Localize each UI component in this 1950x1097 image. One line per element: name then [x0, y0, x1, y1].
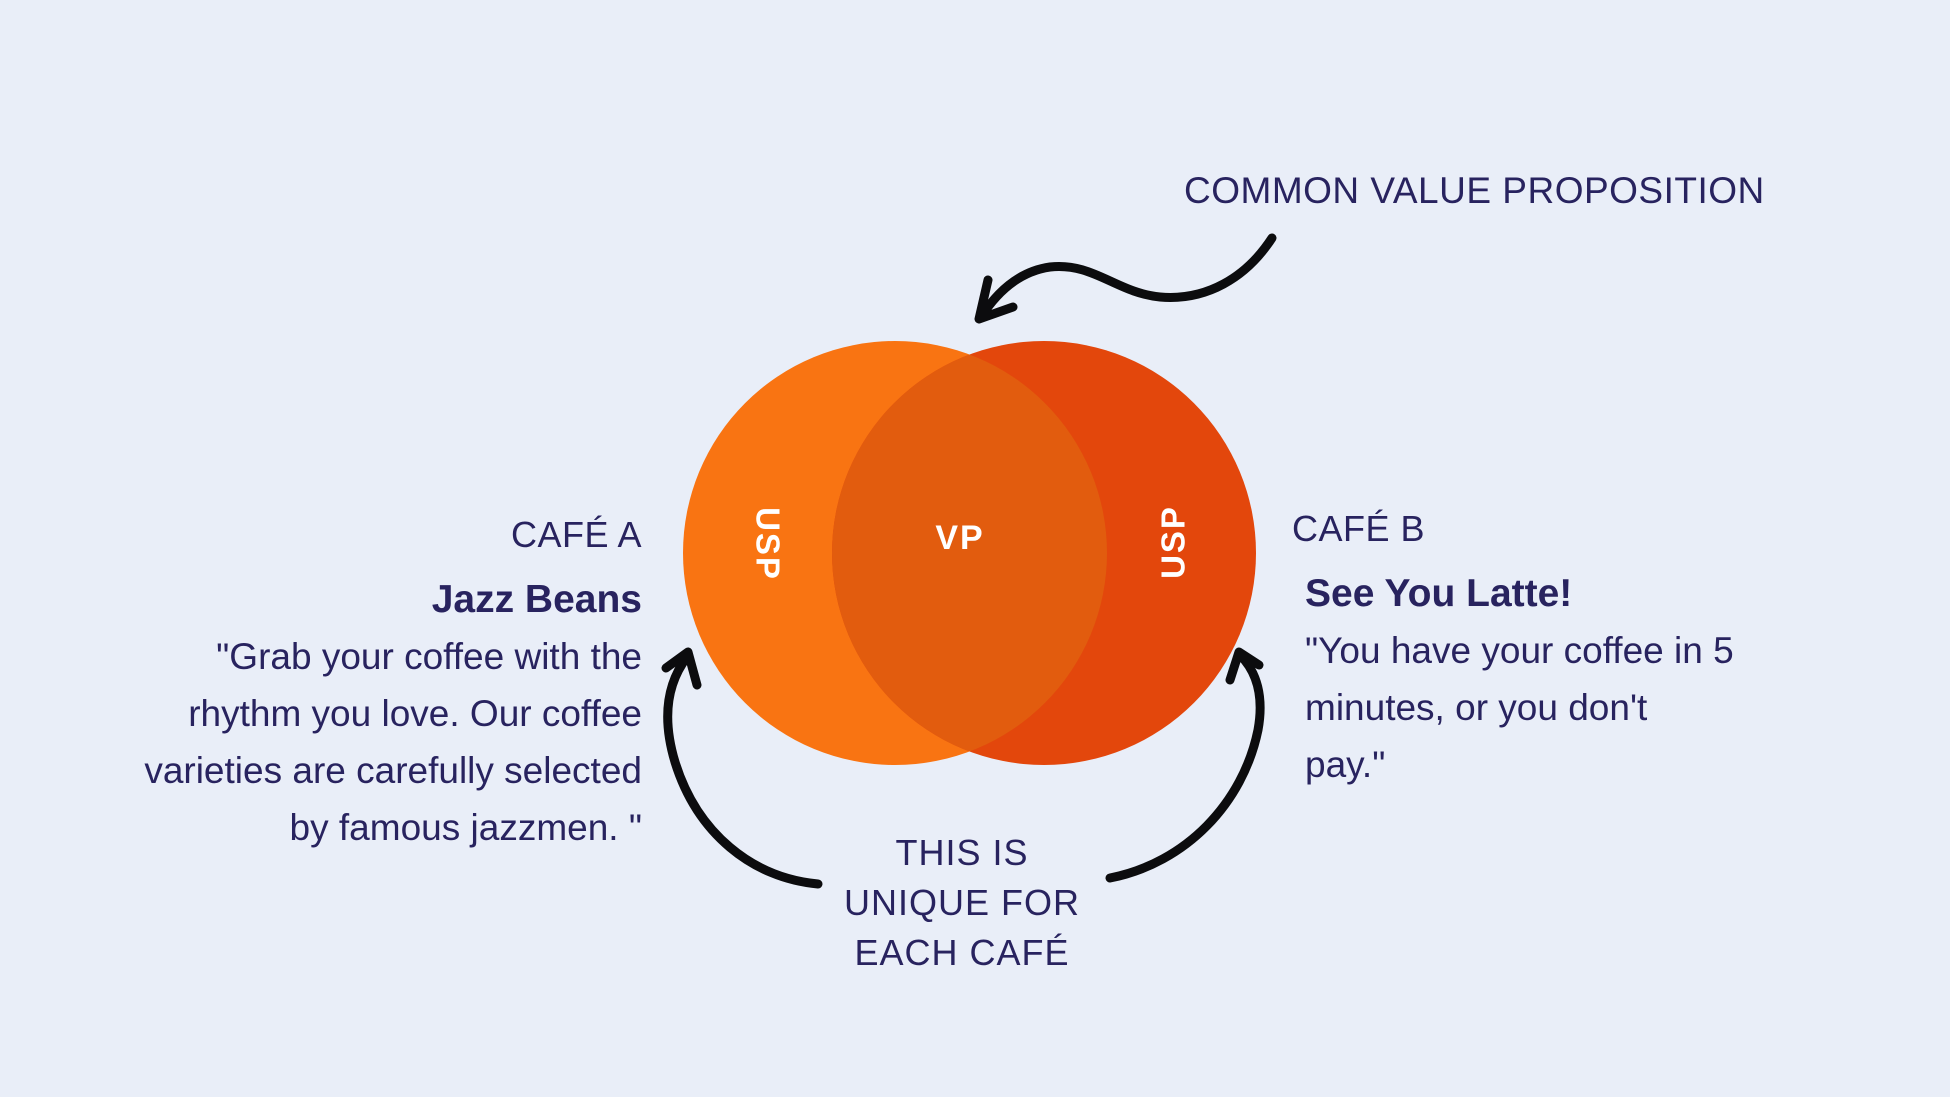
venn-overlap-region: [832, 341, 1107, 765]
cafe-b-quote-line: "You have your coffee in 5: [1305, 630, 1734, 671]
cafe-a-name: Jazz Beans: [431, 578, 642, 621]
vp-overlap-label: VP: [935, 519, 984, 557]
cafe-b-text-block: CAFÉ B See You Latte! "You have your cof…: [1292, 500, 1772, 793]
bottom-note-line: EACH CAFÉ: [854, 932, 1070, 973]
common-value-proposition-label: COMMON VALUE PROPOSITION: [1184, 170, 1765, 211]
unique-for-each-cafe-note: THIS IS UNIQUE FOR EACH CAFÉ: [752, 828, 1172, 978]
bottom-note-line: THIS IS: [895, 832, 1029, 873]
cafe-a-quote-line: by famous jazzmen. ": [289, 807, 642, 848]
curved-arrow-to-overlap-icon: [974, 233, 1277, 324]
cafe-a-quote-line: "Grab your coffee with the: [216, 636, 642, 677]
cafe-a-text-block: CAFÉ A Jazz Beans "Grab your coffee with…: [60, 506, 642, 856]
bottom-note-line: UNIQUE FOR: [843, 882, 1080, 923]
cafe-b-label: CAFÉ B: [1292, 508, 1426, 549]
cafe-a-quote-line: varieties are carefully selected: [144, 750, 642, 791]
curved-arrow-to-left-circle-icon: [661, 647, 823, 889]
curved-arrow-to-right-circle-icon: [1105, 647, 1265, 883]
usp-right-label: USP: [1155, 505, 1192, 579]
cafe-b-quote-line: minutes, or you don't: [1305, 687, 1648, 728]
cafe-a-quote-line: rhythm you love. Our coffee: [188, 693, 642, 734]
cafe-b-name: See You Latte!: [1305, 572, 1573, 615]
cafe-a-label: CAFÉ A: [510, 514, 642, 555]
usp-left-label: USP: [750, 507, 787, 581]
cafe-b-quote-line: pay.": [1305, 744, 1386, 785]
